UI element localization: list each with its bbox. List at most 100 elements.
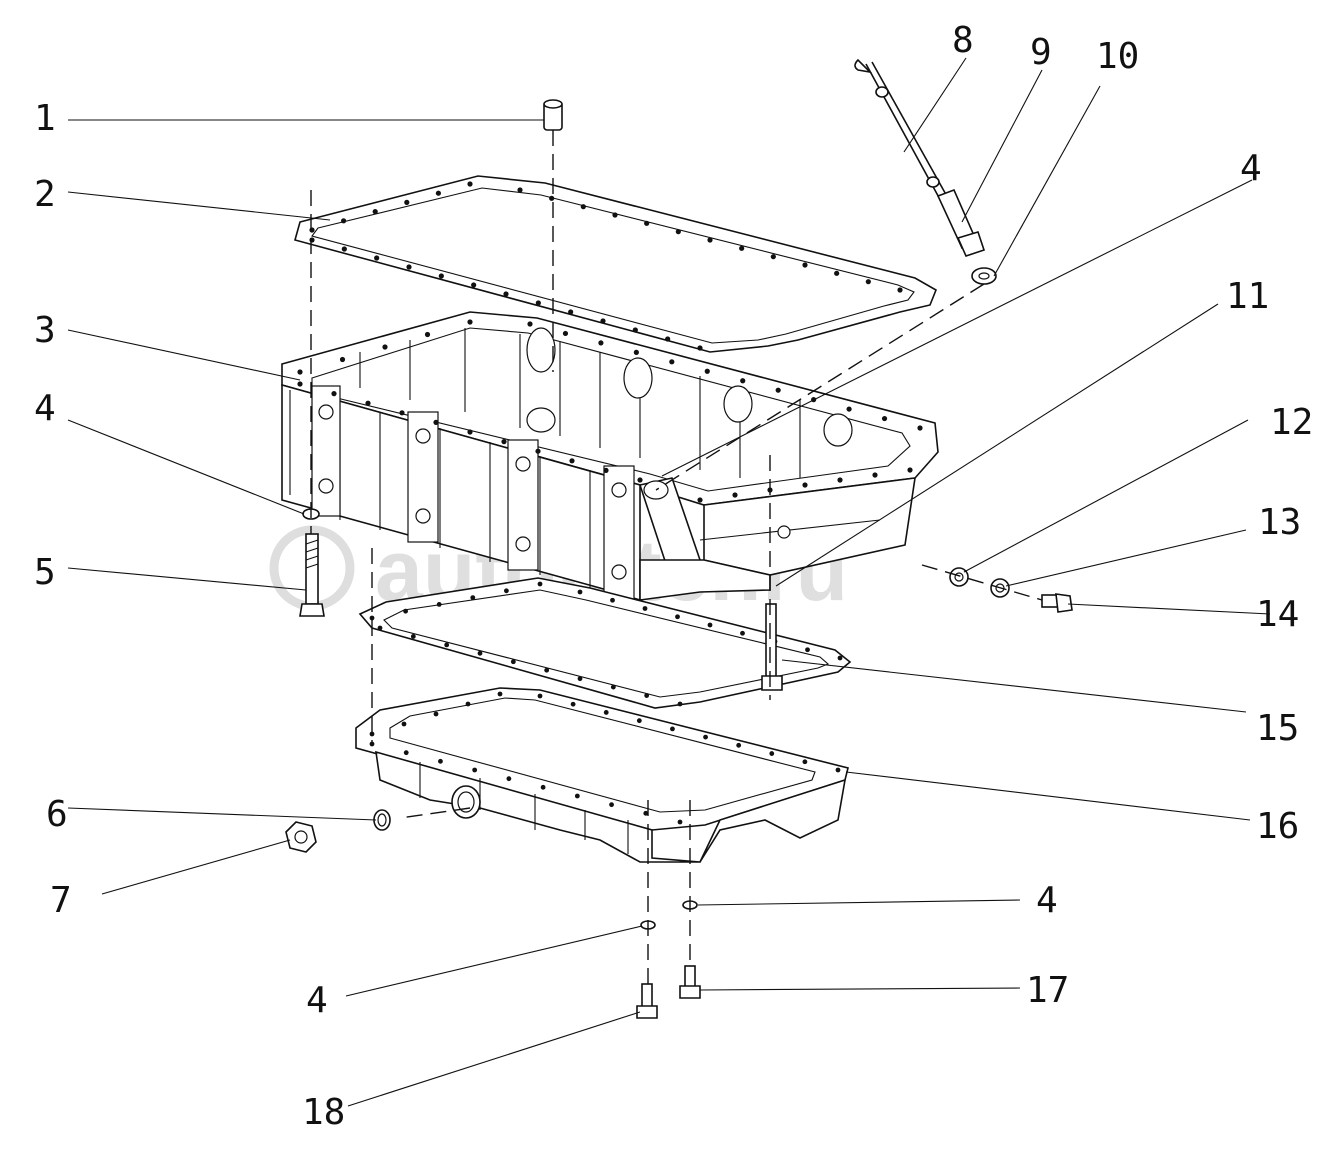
bolt-hole [603, 710, 609, 715]
callout-1: 1 [34, 98, 56, 139]
bolt-hole [537, 693, 543, 699]
bolt-hole [897, 287, 903, 293]
bolt-hole [424, 331, 431, 338]
callout-4a: 4 [34, 388, 56, 429]
bolt-hole [610, 684, 616, 690]
bolt-hole [297, 381, 303, 387]
bolt-hole [410, 634, 416, 639]
callout-3: 3 [34, 310, 56, 351]
callout-10: 10 [1096, 36, 1139, 77]
callout-labels: 1 2 3 4 5 6 7 8 9 10 4 11 12 13 14 15 16… [34, 20, 1313, 1133]
bolt-hole [643, 810, 649, 816]
bolt-hole [365, 400, 371, 406]
bolt-hole [805, 647, 810, 653]
bolt-hole [872, 472, 878, 478]
callout-17: 17 [1026, 970, 1069, 1011]
bolt-hole [537, 581, 543, 587]
bolt-hole [527, 321, 533, 327]
bolt-hole [372, 209, 378, 215]
bolt-5 [299, 533, 325, 617]
bolt-hole [477, 650, 483, 656]
bolt-hole [577, 676, 583, 682]
bolt-hole [438, 758, 443, 764]
bolt-hole [740, 378, 746, 384]
callout-13: 13 [1258, 502, 1301, 543]
bolt-hole [736, 742, 742, 748]
bolt-hole [404, 199, 410, 205]
bolt-hole [433, 711, 439, 717]
bolt-hole [802, 262, 808, 268]
dipstick [854, 58, 986, 257]
callout-8: 8 [952, 20, 974, 61]
bolt-hole [470, 595, 476, 600]
lower-gasket [358, 577, 852, 709]
bolt-hole [739, 245, 745, 251]
leader-lines [67, 57, 1271, 1107]
bolt-hole [309, 237, 315, 243]
bolt-hole [438, 273, 444, 279]
bolt-hole [339, 356, 346, 363]
callout-4b: 4 [1240, 148, 1262, 189]
bolt-hole [403, 750, 409, 756]
bolt-hole [297, 369, 303, 375]
bolt-hole [399, 410, 405, 416]
bolt-hole [697, 497, 703, 503]
bolt-hole [497, 691, 503, 697]
upper-gasket [294, 175, 938, 353]
seal-ring-6 [373, 809, 391, 831]
bolt-hole [436, 602, 442, 607]
bolt-hole [403, 608, 408, 614]
bolt-hole [598, 340, 604, 346]
bolt-hole [467, 319, 473, 325]
bolt-hole [707, 622, 713, 628]
callout-7: 7 [50, 880, 72, 921]
bolt-hole [612, 212, 618, 218]
bolt-hole [433, 419, 439, 425]
bolt-hole [471, 282, 477, 288]
bolt-hole [369, 731, 375, 737]
bolt-hole [562, 330, 569, 337]
callout-14: 14 [1256, 594, 1299, 635]
bolt-hole [331, 391, 337, 397]
bolt-hole [917, 425, 923, 431]
bolt-hole [865, 279, 871, 285]
bolt-hole [675, 614, 680, 620]
bolt-hole [406, 264, 412, 270]
bolt-hole [881, 415, 888, 422]
callout-11: 11 [1226, 276, 1269, 317]
bolt-18 [636, 983, 658, 1019]
bolt-hole [636, 718, 642, 724]
bolt-hole [732, 492, 738, 498]
bolt-hole [644, 693, 650, 698]
bolt-hole [669, 359, 675, 365]
bolt-17 [679, 965, 701, 999]
bolt-hole [644, 220, 650, 226]
bolt-hole [517, 187, 523, 193]
callout-4c: 4 [1036, 880, 1058, 921]
bolt-hole [802, 759, 808, 765]
bolt-hole [834, 270, 840, 276]
bolt-hole [535, 448, 541, 454]
callout-6: 6 [46, 794, 68, 835]
bolt-hole [775, 387, 781, 393]
bolt-hole [837, 477, 843, 483]
bolt-hole [677, 819, 683, 825]
bolt-hole [506, 776, 512, 782]
bolt-hole [401, 721, 407, 727]
callout-5: 5 [34, 552, 56, 593]
bolt-hole [642, 606, 648, 611]
bolt-hole [907, 467, 913, 473]
assembly-axes [310, 130, 1043, 984]
bolt-hole [770, 254, 776, 260]
stud-11 [761, 603, 783, 691]
bolt-hole [374, 255, 380, 261]
bolt-hole [369, 615, 375, 621]
dipstick-washer [971, 267, 997, 285]
washer-12 [949, 567, 969, 587]
bolt-hole [802, 482, 808, 488]
bolt-hole [707, 237, 713, 243]
bolt-hole [697, 345, 703, 351]
plug-14 [1041, 593, 1073, 613]
